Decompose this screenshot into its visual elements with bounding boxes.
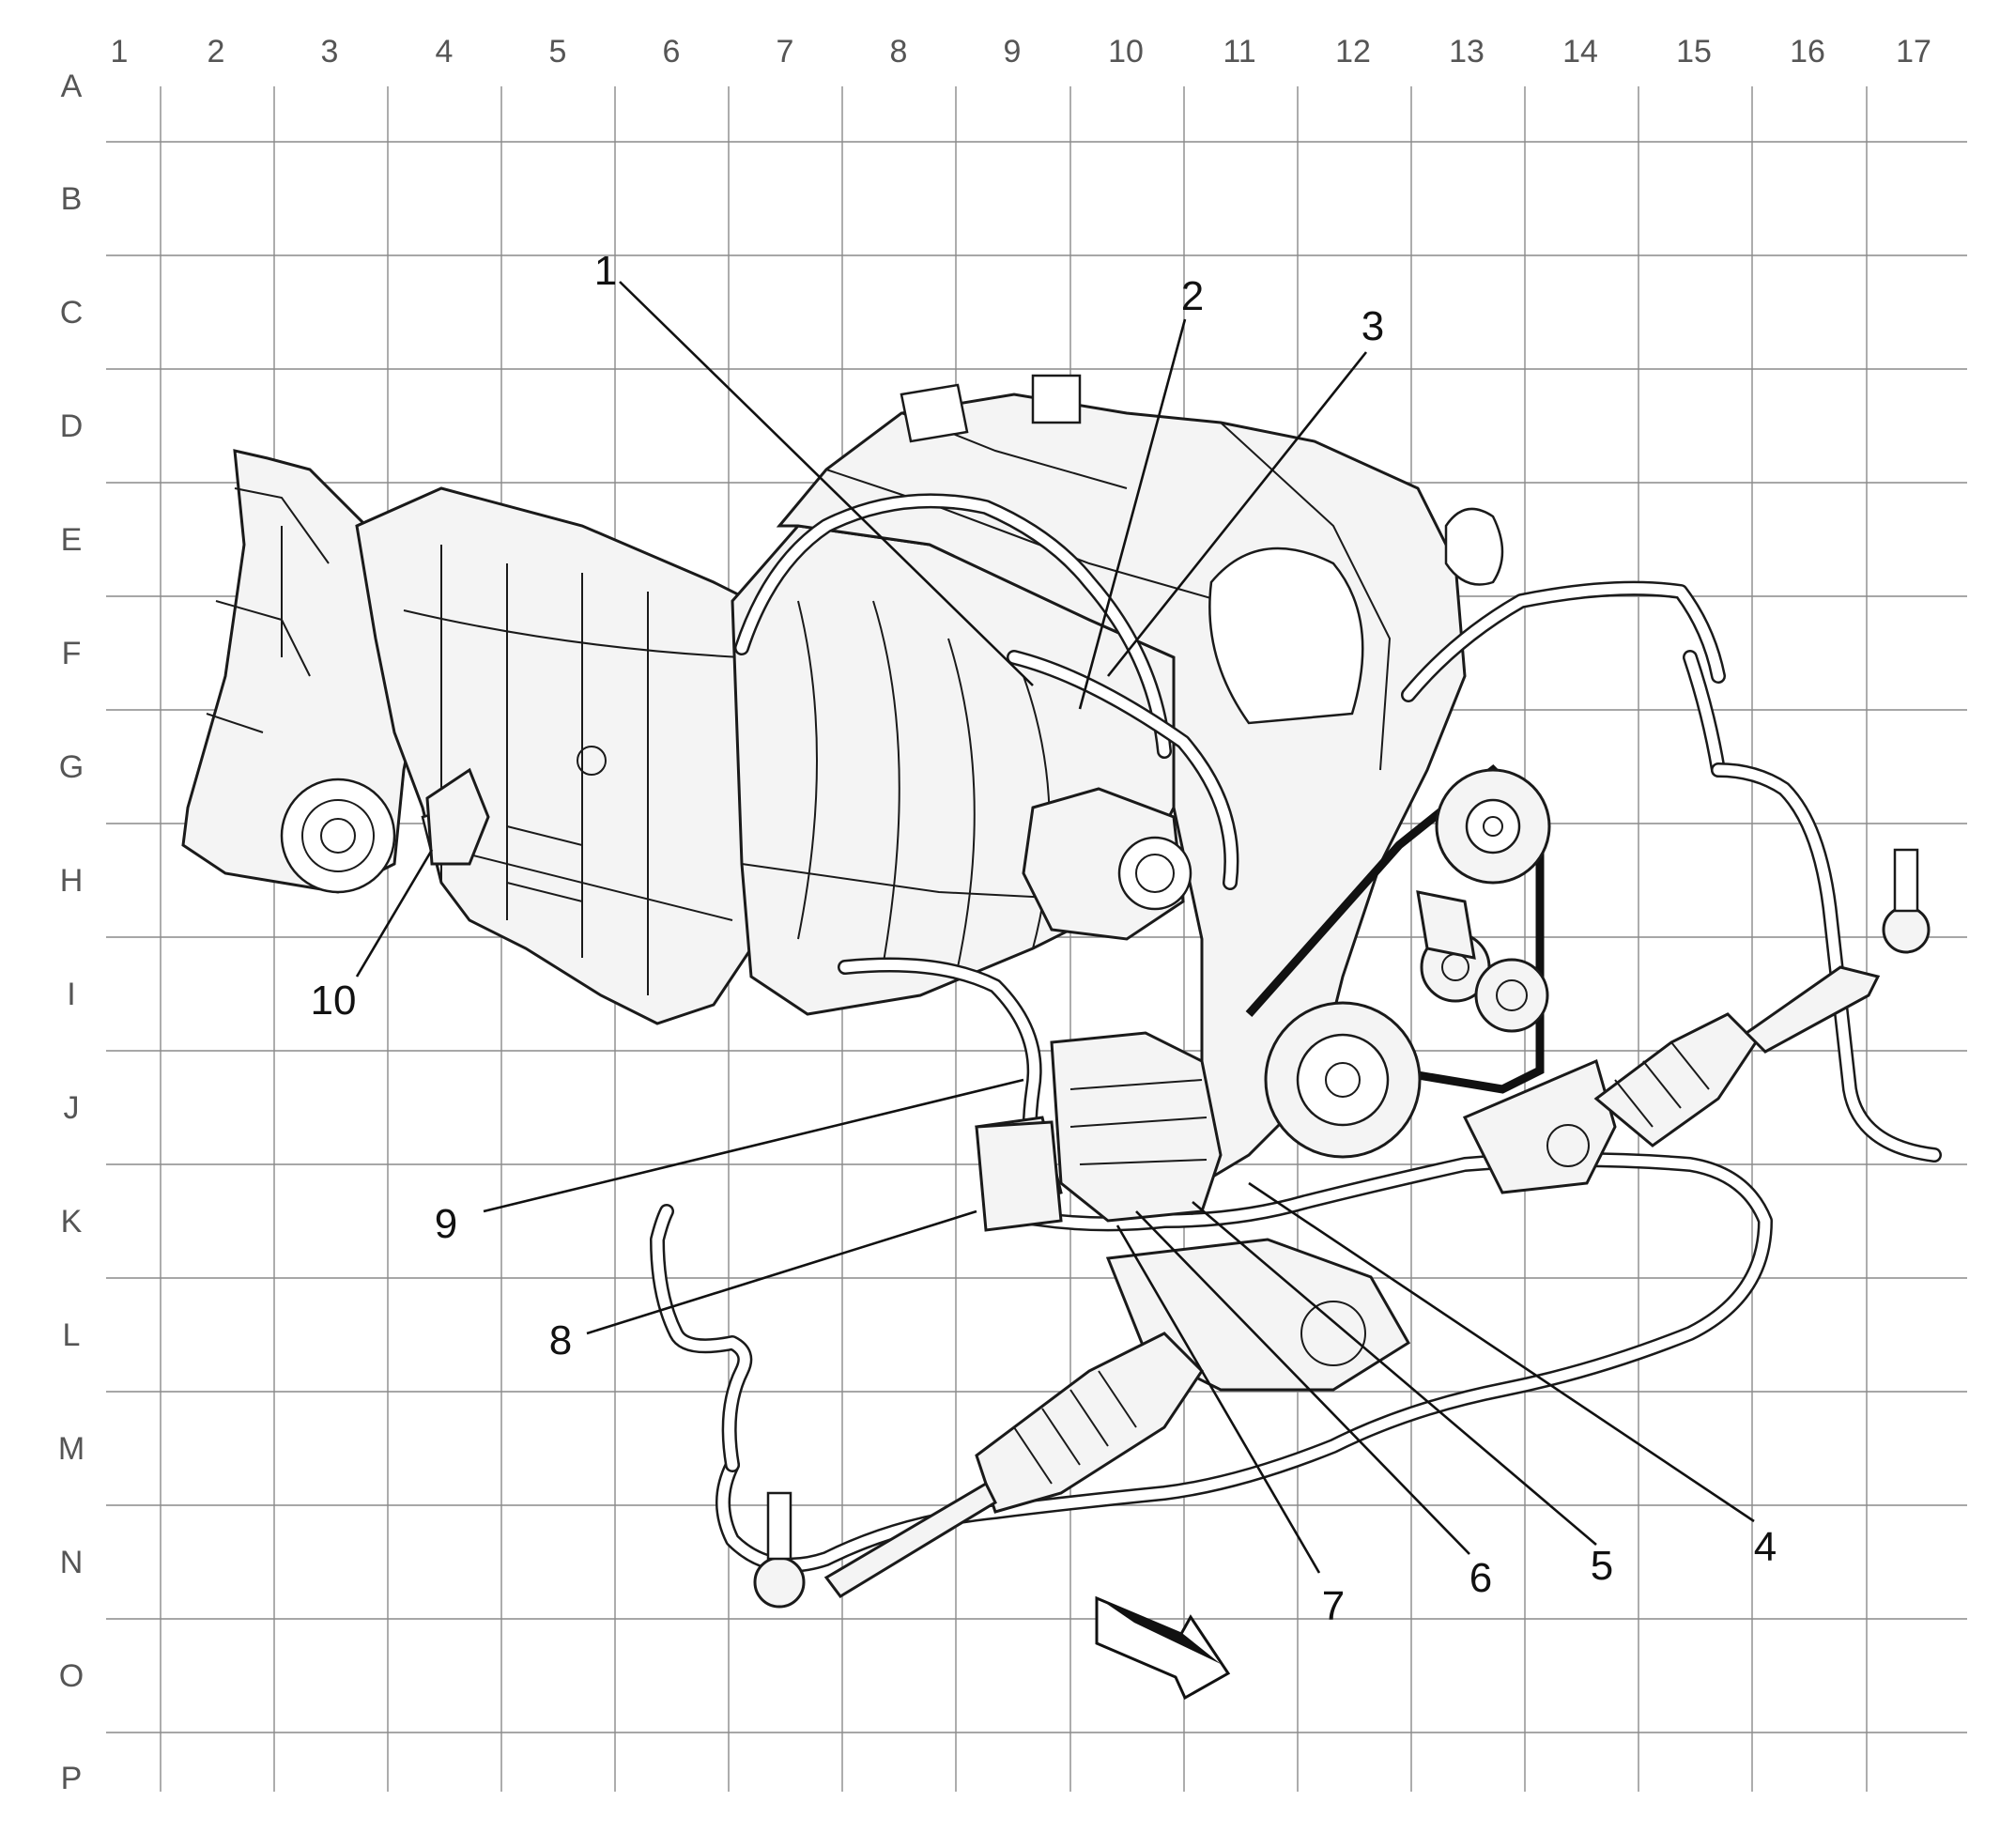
harness-connector-module xyxy=(975,1120,1063,1232)
accessory-drive xyxy=(1245,763,1551,1159)
leader-2 xyxy=(1078,318,1187,710)
leader-6 xyxy=(1135,1210,1470,1555)
grid-row-label: F xyxy=(62,636,82,671)
callout-4: 4 xyxy=(1754,1524,1777,1570)
callout-8: 8 xyxy=(549,1317,572,1363)
engine-assembly-illustration xyxy=(181,374,1942,1701)
grid-row-label: G xyxy=(59,749,84,785)
leader-3 xyxy=(1106,351,1368,677)
leader-8 xyxy=(586,1209,977,1335)
engine-wiring-harness xyxy=(650,493,1942,1573)
grid-row-label: M xyxy=(58,1431,85,1467)
grid-row-label: D xyxy=(60,408,84,444)
grid-row-label: H xyxy=(60,863,84,899)
grid-column-label: 17 xyxy=(1896,34,1931,69)
grid-row-label: K xyxy=(61,1204,83,1240)
forward-direction-arrow-icon xyxy=(1095,1595,1231,1701)
leader-5 xyxy=(1192,1201,1597,1546)
grid-column-label: 2 xyxy=(208,34,225,69)
steering-gear xyxy=(753,848,1931,1609)
callout-1: 1 xyxy=(594,248,617,294)
grid-column-label: 15 xyxy=(1676,34,1712,69)
grid-column-label: 1 xyxy=(111,34,129,69)
grid-row-label: E xyxy=(61,522,83,558)
grid-row-label: P xyxy=(61,1761,83,1796)
grid-row-label: I xyxy=(67,977,75,1012)
grid-column-label: 4 xyxy=(436,34,454,69)
callout-6: 6 xyxy=(1469,1555,1492,1601)
grid-column-label: 7 xyxy=(777,34,794,69)
callout-9: 9 xyxy=(435,1201,457,1247)
grid-row-label: J xyxy=(64,1090,80,1126)
callout-leader-lines xyxy=(355,281,1755,1574)
grid-column-label: 16 xyxy=(1790,34,1825,69)
grid-row-label: L xyxy=(63,1317,81,1353)
leader-7 xyxy=(1115,1224,1321,1574)
grid-column-label: 14 xyxy=(1562,34,1598,69)
grid-column-label: 12 xyxy=(1335,34,1371,69)
grid-column-label: 13 xyxy=(1449,34,1485,69)
grid-column-label: 11 xyxy=(1223,34,1255,69)
grid-row-label: O xyxy=(59,1658,84,1694)
grid-row-label: C xyxy=(60,295,84,331)
callout-10: 10 xyxy=(311,978,357,1024)
throttle-body xyxy=(1022,787,1192,941)
leader-9 xyxy=(483,1078,1024,1213)
transmission xyxy=(355,486,753,1025)
grid-column-label: 3 xyxy=(321,34,339,69)
grid-column-label: 10 xyxy=(1108,34,1144,69)
leader-10 xyxy=(355,849,434,978)
engine-block xyxy=(776,374,1504,1186)
grid-row-label: A xyxy=(61,69,83,104)
callout-7: 7 xyxy=(1322,1583,1345,1629)
leader-1 xyxy=(619,281,1034,686)
grid-column-label: 9 xyxy=(1004,34,1022,69)
grid-row-label: B xyxy=(61,181,83,217)
grid-column-label: 8 xyxy=(890,34,908,69)
grid-column-label: 6 xyxy=(663,34,681,69)
grid-row-label: N xyxy=(60,1545,84,1580)
callout-2: 2 xyxy=(1181,273,1204,319)
callout-labels: 1 2 3 4 5 6 7 8 9 10 xyxy=(311,248,1777,1629)
grid-column-label: 5 xyxy=(549,34,567,69)
callout-3: 3 xyxy=(1362,303,1384,349)
callout-5: 5 xyxy=(1591,1543,1613,1589)
leader-4 xyxy=(1248,1181,1755,1523)
